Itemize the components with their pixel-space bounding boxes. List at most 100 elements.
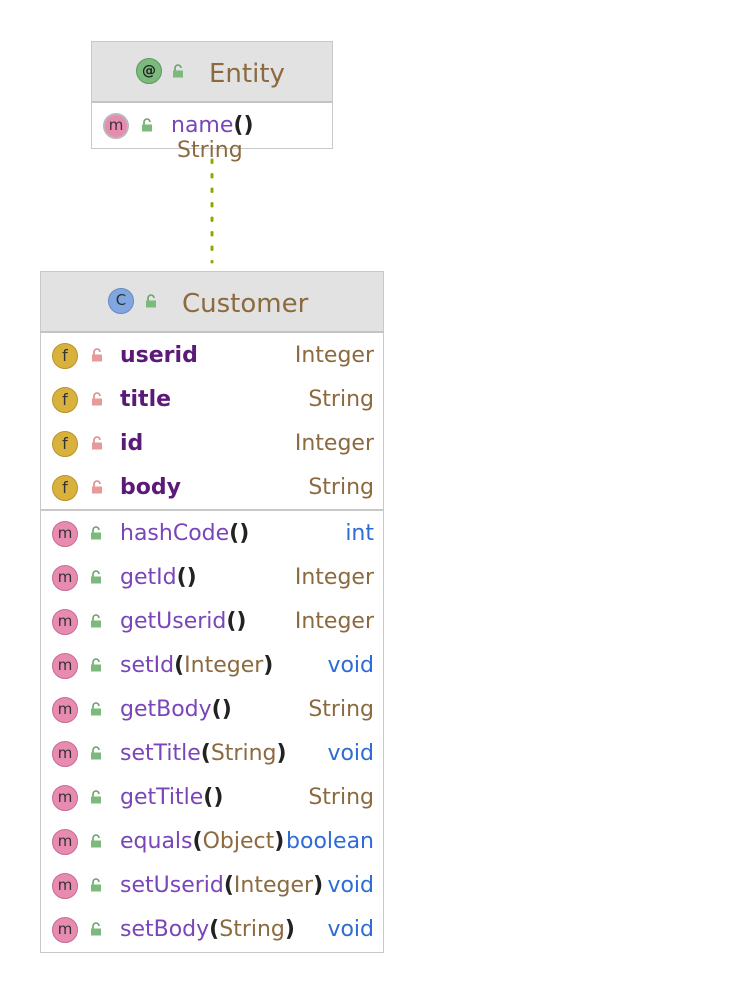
method-row[interactable]: m getId() Integer <box>41 557 383 601</box>
unlocked-icon <box>91 570 101 584</box>
field-type: String <box>308 387 374 412</box>
field-icon: f <box>52 387 78 413</box>
method-icon: m <box>103 113 129 139</box>
method-name: getId <box>120 565 177 590</box>
method-icon: m <box>52 785 78 811</box>
method-return-type: void <box>327 873 374 898</box>
field-type: Integer <box>294 431 374 456</box>
method-row[interactable]: m setUserid(Integer)void <box>41 865 383 909</box>
unlocked-icon <box>91 878 101 892</box>
method-signature: setUserid(Integer) <box>120 873 323 898</box>
paren-open: ( <box>209 917 220 942</box>
param-type: String <box>210 741 277 766</box>
paren-close: ) <box>186 565 197 590</box>
paren-open: ( <box>176 565 187 590</box>
unlocked-icon <box>142 118 152 132</box>
param-type: Integer <box>184 653 264 678</box>
unlocked-icon <box>91 790 101 804</box>
paren-close: ) <box>236 609 247 634</box>
method-return-type: void <box>327 917 374 942</box>
unlocked-icon <box>91 834 101 848</box>
locked-icon <box>92 392 102 406</box>
method-return-type: void <box>327 741 374 766</box>
method-signature: setId(Integer) <box>120 653 273 678</box>
unlocked-icon <box>91 658 101 672</box>
method-signature: setTitle(String) <box>120 741 287 766</box>
unlocked-icon <box>91 746 101 760</box>
method-icon: m <box>52 741 78 767</box>
field-name: id <box>120 431 144 456</box>
unlocked-icon <box>91 702 101 716</box>
method-return-type: String <box>177 138 243 163</box>
paren-open: ( <box>226 609 237 634</box>
locked-icon <box>92 480 102 494</box>
method-return-type: void <box>327 653 374 678</box>
unlocked-icon <box>173 64 183 78</box>
method-name: setBody <box>120 917 210 942</box>
field-row[interactable]: f title String <box>41 379 383 423</box>
locked-icon <box>92 436 102 450</box>
paren-open: ( <box>229 521 240 546</box>
method-signature: getTitle() <box>120 785 223 810</box>
method-row[interactable]: m getTitle() String <box>41 777 383 821</box>
method-signature: setBody(String) <box>120 917 295 942</box>
method-icon: m <box>52 697 78 723</box>
entity-method-row[interactable]: m name() String <box>92 105 332 163</box>
annotation-icon: @ <box>136 58 162 84</box>
method-icon: m <box>52 609 78 635</box>
method-return-type: String <box>308 785 374 810</box>
param-type: Integer <box>233 873 314 898</box>
method-row[interactable]: m setTitle(String) void <box>41 733 383 777</box>
method-icon: m <box>52 829 78 855</box>
method-row[interactable]: m getBody() String <box>41 689 383 733</box>
method-signature: getBody() <box>120 697 232 722</box>
method-row[interactable]: m setBody(String) void <box>41 909 383 953</box>
method-return-type: String <box>308 697 374 722</box>
param-type: String <box>219 917 285 942</box>
method-name: setId <box>120 653 175 678</box>
paren-open: ( <box>223 873 234 898</box>
class-icon: C <box>108 288 134 314</box>
paren-close: ) <box>239 521 250 546</box>
entity-title: Entity <box>209 59 285 89</box>
method-name: hashCode <box>120 521 230 546</box>
method-name: getBody <box>120 697 212 722</box>
paren-close: ) <box>284 917 295 942</box>
entity-box[interactable]: @ Entity m name() String <box>91 41 333 163</box>
paren-open: ( <box>192 829 203 854</box>
method-return-type: Integer <box>294 565 374 590</box>
method-signature: getId() <box>120 565 197 590</box>
method-signature: name() String <box>171 113 332 163</box>
paren-open: ( <box>203 785 214 810</box>
paren-open: ( <box>174 653 185 678</box>
paren-close: ) <box>243 113 254 138</box>
method-icon: m <box>52 873 78 899</box>
field-icon: f <box>52 431 78 457</box>
customer-header: C Customer <box>41 272 383 333</box>
unlocked-icon <box>91 922 101 936</box>
paren-close: ) <box>213 785 224 810</box>
method-return-type: Integer <box>294 609 374 634</box>
paren-open: ( <box>211 697 222 722</box>
field-type: Integer <box>294 343 374 368</box>
unlocked-icon <box>91 526 101 540</box>
method-name: setTitle <box>120 741 201 766</box>
field-row[interactable]: f id Integer <box>41 423 383 467</box>
method-name: equals <box>120 829 193 854</box>
method-icon: m <box>52 917 78 943</box>
method-icon: m <box>52 565 78 591</box>
method-name: getTitle <box>120 785 204 810</box>
paren-close: ) <box>263 653 274 678</box>
field-name: title <box>120 387 172 412</box>
locked-icon <box>92 348 102 362</box>
unlocked-icon <box>91 614 101 628</box>
field-name: body <box>120 475 181 500</box>
field-icon: f <box>52 343 78 369</box>
